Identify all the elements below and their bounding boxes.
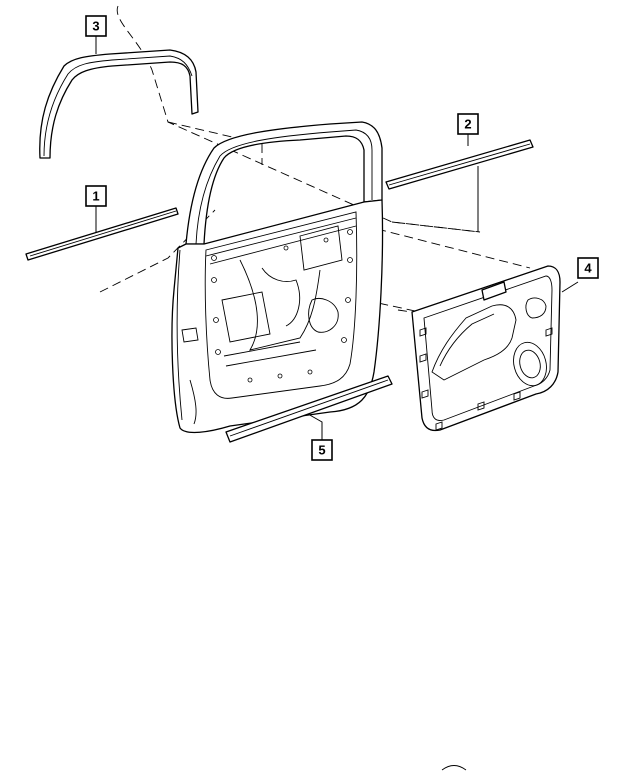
stray-mark [441, 765, 467, 771]
part-2-belt-weatherstrip [385, 139, 534, 190]
callout-1: 1 [85, 185, 107, 207]
callout-3-label: 3 [92, 19, 99, 34]
callout-1-label: 1 [92, 189, 99, 204]
door-shell [171, 121, 384, 434]
callout-2-label: 2 [464, 117, 471, 132]
part-1-belt-weatherstrip [25, 207, 179, 261]
callout-5: 5 [311, 439, 333, 461]
callout-5-label: 5 [318, 443, 325, 458]
callout-4: 4 [577, 257, 599, 279]
callout-2: 2 [457, 113, 479, 135]
callout-3: 3 [85, 15, 107, 37]
callout-4-label: 4 [584, 261, 592, 276]
part-3-frame-weatherstrip [39, 49, 199, 159]
part-4-trim-panel [411, 265, 561, 432]
part-5-lower-weatherstrip [225, 375, 393, 443]
callout-leaders [95, 36, 579, 440]
